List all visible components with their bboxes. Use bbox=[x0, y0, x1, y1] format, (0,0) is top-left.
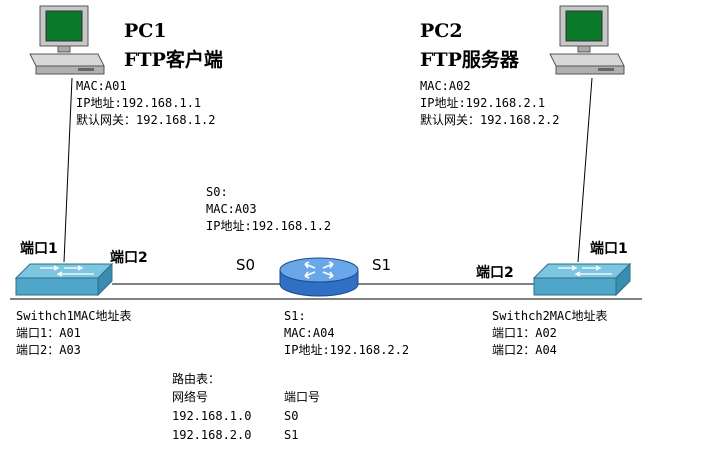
pc2-gateway: 默认网关：192.168.2.2 bbox=[420, 113, 560, 127]
routing-table-network-cell: 192.168.1.0 bbox=[172, 409, 252, 423]
router-s1-label: S1 bbox=[372, 256, 392, 274]
pc2-link bbox=[577, 77, 593, 263]
switch2-port1-label: 端口1 bbox=[590, 241, 628, 257]
routing-table-title: 路由表： bbox=[172, 372, 221, 386]
pc1-mac: MAC:A01 bbox=[76, 79, 127, 93]
switch2-table-row: 端口2：A04 bbox=[492, 343, 557, 357]
switch2-table-row: 端口1：A02 bbox=[492, 326, 557, 340]
s1-ip: IP地址:192.168.2.2 bbox=[284, 343, 410, 357]
pc2-ip: IP地址:192.168.2.1 bbox=[420, 96, 546, 110]
pc2-computer-icon bbox=[549, 5, 625, 75]
pc1-ip: IP地址:192.168.1.1 bbox=[76, 96, 202, 110]
s0-ip: IP地址:192.168.1.2 bbox=[206, 219, 332, 233]
switch2-table-title: Swithch2MAC地址表 bbox=[492, 309, 608, 323]
pc2-role: FTP服务器 bbox=[420, 49, 519, 71]
pc1-info: MAC:A01 IP地址:192.168.1.1 默认网关：192.168.1.… bbox=[76, 78, 215, 129]
switch1-mac-table: Swithch1MAC地址表 端口1：A01 端口2：A03 bbox=[16, 308, 131, 359]
pc2-mac: MAC:A02 bbox=[420, 79, 471, 93]
switch2-mac-table: Swithch2MAC地址表 端口1：A02 端口2：A04 bbox=[492, 308, 607, 359]
routing-table-port-cell: S0 bbox=[284, 409, 299, 423]
pc2-info: MAC:A02 IP地址:192.168.2.1 默认网关：192.168.2.… bbox=[420, 78, 559, 129]
pc1-role: FTP客户端 bbox=[124, 49, 223, 71]
switch1-table-title: Swithch1MAC地址表 bbox=[16, 309, 132, 323]
routing-table-network-cell: 192.168.2.0 bbox=[172, 428, 252, 442]
switch1-icon bbox=[14, 262, 114, 297]
pc2-name: PC2 bbox=[420, 20, 463, 42]
routing-table-header-network: 网络号 bbox=[172, 390, 209, 404]
router-s1-info: S1: MAC:A04 IP地址:192.168.2.2 bbox=[284, 308, 409, 359]
s0-title: S0: bbox=[206, 185, 228, 199]
pc1-link bbox=[63, 77, 73, 263]
switch1-port2-label: 端口2 bbox=[110, 250, 148, 266]
switch1-port1-label: 端口1 bbox=[20, 241, 58, 257]
s1-title: S1: bbox=[284, 309, 306, 323]
router-s0-info: S0: MAC:A03 IP地址:192.168.1.2 bbox=[206, 184, 331, 235]
routing-table-network-column: 网络号 192.168.1.0 192.168.2.0 bbox=[172, 388, 251, 445]
pc1-name: PC1 bbox=[124, 20, 167, 42]
router-icon bbox=[279, 257, 359, 297]
pc1-computer-icon bbox=[29, 5, 105, 75]
switch1-table-row: 端口1：A01 bbox=[16, 326, 81, 340]
s1-mac: MAC:A04 bbox=[284, 326, 335, 340]
s0-mac: MAC:A03 bbox=[206, 202, 257, 216]
pc1-gateway: 默认网关：192.168.1.2 bbox=[76, 113, 216, 127]
switch2-port2-label: 端口2 bbox=[476, 265, 514, 281]
routing-table-port-column: 端口号 S0 S1 bbox=[284, 388, 320, 445]
switch2-icon bbox=[532, 262, 632, 297]
switch1-table-row: 端口2：A03 bbox=[16, 343, 81, 357]
routing-table-header-port: 端口号 bbox=[284, 390, 321, 404]
router-s0-label: S0 bbox=[236, 256, 256, 274]
routing-table-port-cell: S1 bbox=[284, 428, 299, 442]
